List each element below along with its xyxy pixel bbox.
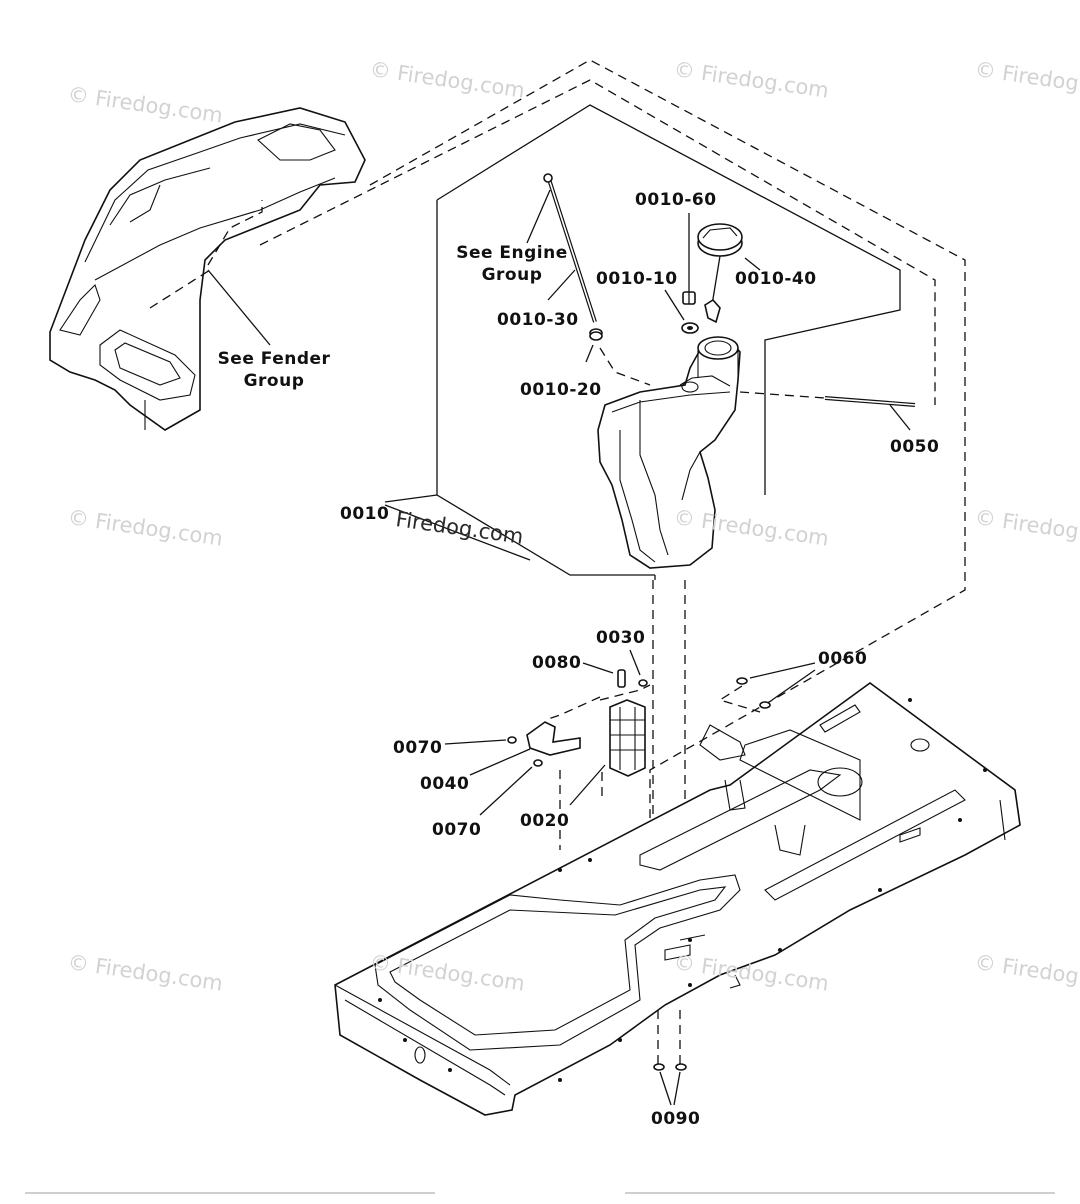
callout-0010-20: 0010-20 [520, 380, 602, 400]
callout-0030: 0030 [596, 628, 646, 648]
callout-0070: 0070 [393, 738, 443, 758]
callout-0010: 0010 [340, 504, 390, 524]
fender-part [49, 107, 366, 431]
fender-leaders [149, 200, 271, 346]
callout-see-engine-group: See Engine Group [456, 243, 568, 285]
group-outline-dashed [259, 59, 966, 850]
callout-0010-60: 0010-60 [635, 190, 717, 210]
callout-0010-40: 0010-40 [735, 269, 817, 289]
chassis-frame-part [334, 682, 1021, 1116]
alignment-lines [652, 580, 686, 1065]
fuel-cap-part [697, 223, 761, 324]
callout-0010-10: 0010-10 [596, 269, 678, 289]
tank-leader [384, 504, 531, 561]
callout-0040: 0040 [420, 774, 470, 794]
fuel-tank-part [597, 336, 741, 580]
tank-assembly-outline [384, 104, 901, 576]
footer-divider [625, 1192, 1055, 1194]
fuel-filter-part [569, 699, 646, 806]
bolt-parts [718, 662, 816, 713]
footer-divider [25, 1192, 435, 1194]
fuel-hose-part [739, 391, 916, 431]
gasket-part [664, 289, 699, 334]
callout-0090: 0090 [651, 1109, 701, 1129]
washer-parts [653, 1063, 687, 1106]
callout-0050: 0050 [890, 437, 940, 457]
callout-0010-30: 0010-30 [497, 310, 579, 330]
dipstick-part [543, 173, 597, 323]
callout-0070: 0070 [432, 820, 482, 840]
grommet-part [585, 328, 651, 386]
bracket-part [444, 721, 603, 850]
callout-see-fender-group: See Fender Group [217, 349, 331, 391]
callout-0060: 0060 [818, 649, 868, 669]
callout-0080: 0080 [532, 653, 582, 673]
vent-valve-part [682, 213, 696, 305]
small-fitting-parts [544, 649, 651, 721]
engine-group-leaders [526, 189, 576, 301]
callout-0020: 0020 [520, 811, 570, 831]
